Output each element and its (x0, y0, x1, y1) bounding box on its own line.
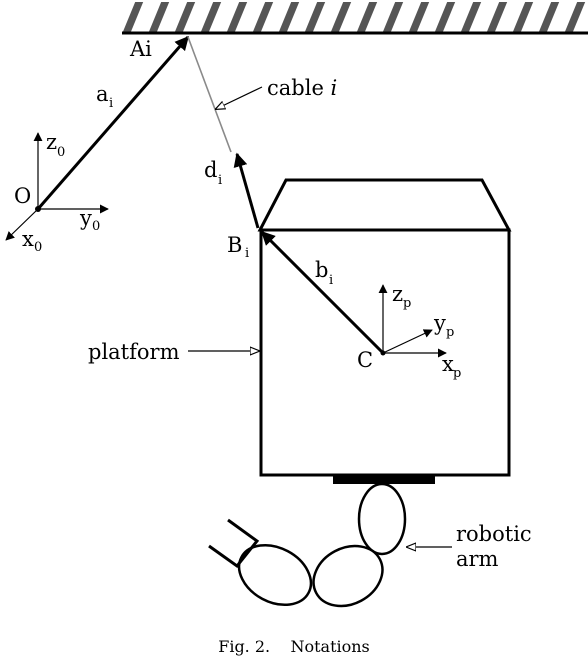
arm-link-1 (357, 482, 407, 556)
label-x0-sub: 0 (34, 240, 42, 255)
vector-b (260, 230, 385, 355)
label-ai: Ai (129, 37, 152, 61)
vector-a (36, 35, 190, 210)
axis-x0 (5, 208, 39, 241)
label-d: d (204, 158, 217, 182)
label-xp-sub: p (453, 366, 461, 381)
label-yp: y (433, 311, 446, 335)
label-zp-sub: p (403, 296, 411, 311)
label-robotic: robotic (456, 522, 532, 546)
cable-line (187, 36, 232, 153)
robotic-arm (208, 475, 435, 608)
figure-caption: Fig. 2. Notations (218, 637, 370, 656)
vector-d (233, 152, 260, 229)
label-arm: arm (456, 547, 499, 571)
label-b-sub: i (329, 273, 333, 288)
cable-callout-arrow (216, 86, 263, 109)
label-d-sub: i (218, 173, 222, 188)
label-zp: z (392, 282, 403, 306)
label-cable: cable i (267, 76, 337, 100)
ceiling (122, 2, 588, 35)
label-xp: x (442, 352, 454, 376)
label-b-point: B (227, 233, 242, 257)
label-c: C (357, 348, 373, 372)
label-z0-sub: 0 (57, 145, 65, 160)
label-a-sub: i (109, 96, 113, 111)
label-y0: y (79, 206, 92, 230)
label-z0: z (46, 130, 57, 154)
gripper (208, 518, 260, 569)
axis-yp (382, 329, 433, 354)
arm-link-3 (237, 543, 313, 607)
label-o: O (14, 184, 31, 208)
arm-mount (333, 475, 435, 484)
label-b-point-sub: i (245, 246, 249, 261)
label-x0: x (22, 227, 34, 251)
ceiling-hatch (122, 2, 588, 32)
platform-top (257, 178, 512, 232)
arm-link-2 (312, 544, 384, 608)
label-yp-sub: p (446, 325, 454, 340)
label-y0-sub: 0 (92, 219, 100, 234)
label-a: a (96, 82, 109, 106)
label-b: b (315, 258, 328, 282)
label-platform: platform (88, 340, 180, 364)
